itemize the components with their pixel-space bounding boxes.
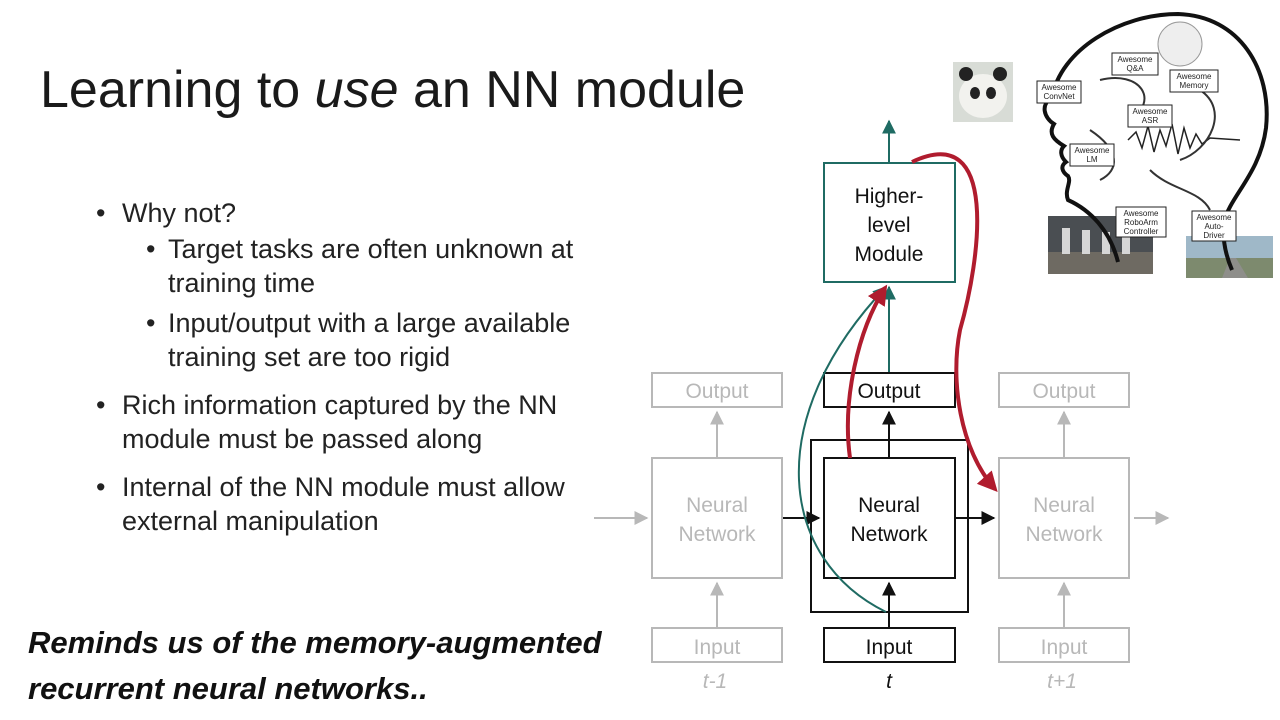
panda-ear-right — [993, 67, 1007, 81]
panda-eye-left — [970, 87, 980, 99]
network-box-current — [823, 457, 956, 579]
timestep-prev: Output Neural Network Input t-1 — [594, 372, 783, 693]
output-box-current — [823, 372, 956, 408]
sub-bullet-list: Target tasks are often unknown at traini… — [122, 232, 636, 374]
arrow-input-to-higher — [798, 285, 887, 613]
svg-text:Q&A: Q&A — [1127, 64, 1145, 73]
title-part2: an NN module — [398, 61, 746, 119]
svg-text:RoboArm: RoboArm — [1124, 218, 1158, 227]
timestep-next: Output Neural Network Input t+1 — [998, 372, 1170, 693]
higher-module-line1: Higher- — [855, 185, 924, 208]
takeaway-line1: Reminds us of the memory-augmented — [28, 625, 602, 660]
input-label-current: Input — [866, 636, 913, 659]
svg-text:Awesome: Awesome — [1177, 72, 1213, 81]
network-label-current-2: Network — [850, 523, 928, 546]
label-box-autodriver: Awesome Auto- Driver — [1191, 210, 1237, 242]
panda-eye-right — [986, 87, 996, 99]
panda-head — [959, 74, 1007, 118]
input-label-prev: Input — [694, 636, 741, 659]
bullet-item: Rich information captured by the NN modu… — [96, 388, 636, 456]
network-label-prev-1: Neural — [686, 494, 748, 517]
globe-icon — [1157, 21, 1203, 67]
panda-ear-left — [959, 67, 973, 81]
sub-bullet-item: Target tasks are often unknown at traini… — [146, 232, 636, 300]
svg-text:ConvNet: ConvNet — [1043, 92, 1075, 101]
svg-text:Awesome: Awesome — [1075, 146, 1111, 155]
time-label-current: t — [886, 670, 893, 693]
robot-arm-shape — [1062, 228, 1070, 254]
brain-figure: Awesome Q&A Awesome Memory Awesome ConvN… — [1036, 11, 1269, 271]
robot-arm-shape — [1102, 232, 1110, 254]
network-box-next — [998, 457, 1130, 579]
input-box-current — [823, 627, 956, 663]
head-outline — [1042, 11, 1269, 271]
output-box-next — [998, 372, 1130, 408]
robot-photo-floor — [1048, 252, 1153, 274]
higher-module-line2: level — [867, 214, 910, 237]
svg-text:LM: LM — [1086, 155, 1097, 164]
arrow-state-to-higher — [846, 284, 888, 459]
svg-text:Awesome: Awesome — [1124, 209, 1160, 218]
waveform-icon — [1127, 123, 1241, 155]
svg-text:Awesome: Awesome — [1042, 83, 1078, 92]
higher-level-module: Higher- level Module — [798, 119, 998, 613]
svg-text:Awesome: Awesome — [1133, 107, 1169, 116]
input-box-next — [998, 627, 1130, 663]
robot-arm-shape — [1082, 230, 1090, 254]
svg-text:Memory: Memory — [1180, 81, 1209, 90]
output-label-prev: Output — [685, 380, 748, 403]
time-label-prev: t-1 — [703, 670, 728, 693]
output-box-prev — [651, 372, 783, 408]
svg-text:Auto-: Auto- — [1204, 222, 1223, 231]
arrow-higher-to-next — [911, 152, 998, 492]
bullet-list: Why not? Target tasks are often unknown … — [96, 196, 636, 552]
input-box-prev — [651, 627, 783, 663]
bullet-item: Internal of the NN module must allow ext… — [96, 470, 636, 538]
bullet-text: Why not? — [122, 198, 237, 228]
driving-photo — [1186, 236, 1273, 278]
svg-text:Driver: Driver — [1203, 231, 1225, 240]
takeaway-line2: recurrent neural networks.. — [28, 671, 428, 706]
svg-text:Awesome: Awesome — [1197, 213, 1233, 222]
sub-bullet-item: Input/output with a large available trai… — [146, 306, 636, 374]
robot-arm-shape — [1122, 234, 1130, 254]
label-box-asr: Awesome ASR — [1127, 104, 1173, 128]
svg-text:Awesome: Awesome — [1118, 55, 1154, 64]
label-box-roboarm: Awesome RoboArm Controller — [1115, 206, 1167, 238]
network-label-next-2: Network — [1025, 523, 1103, 546]
brain-fold — [1179, 89, 1216, 161]
slide-title: Learning to use an NN module — [40, 60, 745, 120]
title-part1: Learning to — [40, 61, 315, 119]
svg-text:ASR: ASR — [1142, 116, 1159, 125]
time-label-next: t+1 — [1047, 670, 1077, 693]
network-box-prev — [651, 457, 783, 579]
label-box-qa: Awesome Q&A — [1111, 52, 1159, 76]
output-label-current: Output — [857, 380, 920, 403]
input-label-next: Input — [1041, 636, 1088, 659]
higher-module-line3: Module — [855, 243, 924, 266]
svg-text:Controller: Controller — [1124, 227, 1159, 236]
timestep-current: Output Neural Network Input t — [783, 372, 996, 693]
brain-fold — [1149, 169, 1211, 211]
network-label-prev-2: Network — [678, 523, 756, 546]
label-box-lm: Awesome LM — [1069, 143, 1115, 167]
label-box-convnet: Awesome ConvNet — [1036, 80, 1082, 104]
label-box-memory: Awesome Memory — [1169, 69, 1219, 93]
network-label-next-1: Neural — [1033, 494, 1095, 517]
panda-photo — [953, 62, 1013, 122]
output-label-next: Output — [1032, 380, 1095, 403]
title-emphasis: use — [314, 61, 399, 119]
network-label-current-1: Neural — [858, 494, 920, 517]
bullet-item: Why not? Target tasks are often unknown … — [96, 196, 636, 374]
takeaway-text: Reminds us of the memory-augmented recurr… — [28, 620, 648, 712]
